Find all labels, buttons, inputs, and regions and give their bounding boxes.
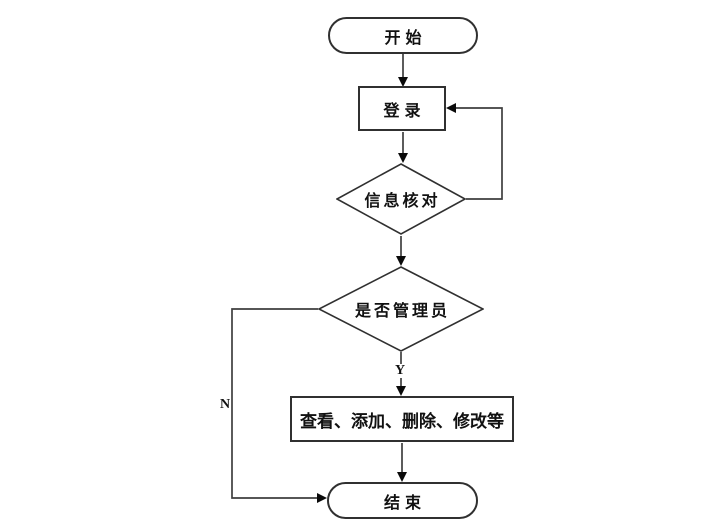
- flowchart-node-verify-info: 信息核对: [336, 163, 466, 235]
- arrowhead-login-verify: [398, 153, 408, 163]
- flowchart-node-admin-actions: 查看、添加、删除、修改等: [290, 396, 514, 442]
- arrowhead-actions-end: [397, 472, 407, 482]
- node-start-label: 开始: [384, 29, 427, 47]
- node-login-label: 登录: [383, 102, 426, 120]
- node-end-label: 结束: [383, 494, 426, 512]
- diamond-shape: [336, 163, 466, 235]
- node-verify-info-label: 信息核对: [364, 193, 441, 210]
- flowchart-node-start: 开始: [328, 17, 478, 54]
- flowchart-node-end: 结束: [327, 482, 478, 519]
- edge-label-yes: Y: [393, 363, 408, 378]
- flowchart-node-is-admin: 是否管理员: [318, 266, 484, 352]
- edge-verify-login-loop: [456, 107, 503, 200]
- arrowhead-isadmin-end-no: [317, 493, 327, 503]
- node-is-admin-label: 是否管理员: [354, 303, 450, 320]
- flowchart-node-login: 登录: [358, 86, 446, 131]
- edge-isadmin-end-no: [231, 308, 318, 499]
- arrowhead-start-login: [398, 77, 408, 87]
- arrowhead-verify-isadmin: [396, 256, 406, 266]
- node-admin-actions-label: 查看、添加、删除、修改等: [300, 411, 504, 431]
- arrowhead-isadmin-actions: [396, 386, 406, 396]
- diamond-shape: [318, 266, 484, 352]
- arrowhead-verify-login-loop: [446, 103, 456, 113]
- edge-label-no: N: [220, 397, 231, 412]
